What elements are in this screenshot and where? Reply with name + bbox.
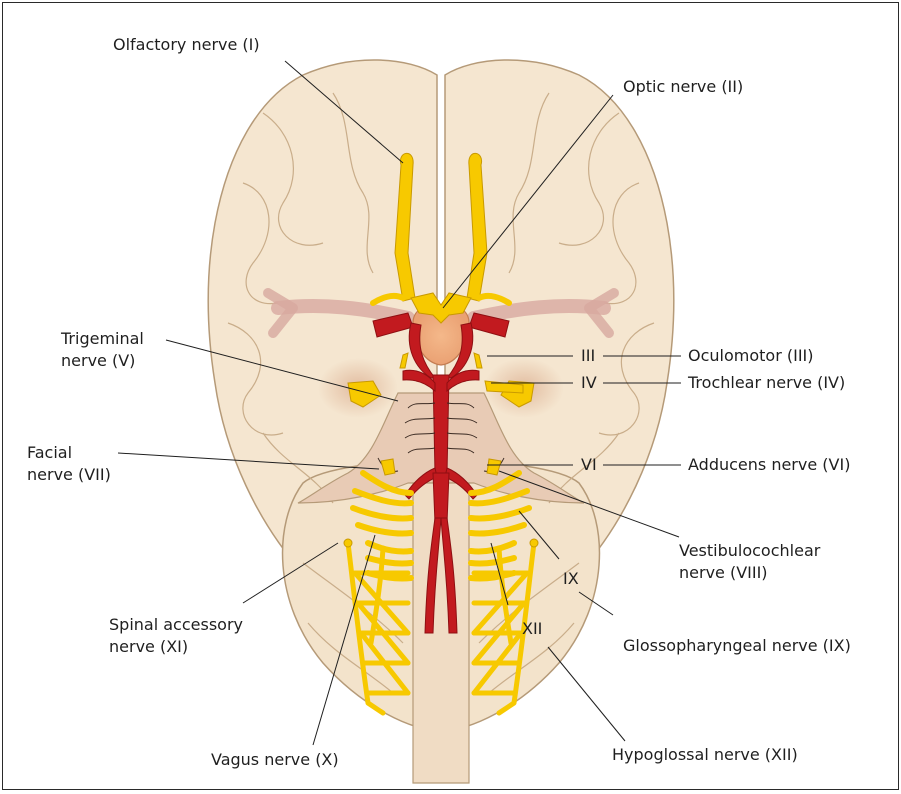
numeral-vi: VI xyxy=(581,455,597,475)
label-facial-line1: Facial xyxy=(27,443,72,463)
label-trigeminal-line1: Trigeminal xyxy=(61,329,144,349)
olfactory-nerves xyxy=(395,153,487,301)
brain-base-illustration xyxy=(3,3,898,789)
numeral-xii: XII xyxy=(522,619,542,639)
label-vagus-nerve: Vagus nerve (X) xyxy=(211,750,339,770)
label-spinal-accessory-line1: Spinal accessory xyxy=(109,615,243,635)
label-vestibulocochlear-line1: Vestibulocochlear xyxy=(679,541,820,561)
label-olfactory-nerve: Olfactory nerve (I) xyxy=(113,35,260,55)
numeral-ix: IX xyxy=(563,569,579,589)
label-optic-nerve: Optic nerve (II) xyxy=(623,77,743,97)
label-adducens-nerve: Adducens nerve (VI) xyxy=(688,455,850,475)
label-vestibulocochlear-line2: nerve (VIII) xyxy=(679,563,768,583)
label-oculomotor: Oculomotor (III) xyxy=(688,346,814,366)
label-trochlear-nerve: Trochlear nerve (IV) xyxy=(688,373,845,393)
label-spinal-accessory-line2: nerve (XI) xyxy=(109,637,188,657)
medulla xyxy=(413,483,469,783)
label-trigeminal-line2: nerve (V) xyxy=(61,351,135,371)
numeral-iii: III xyxy=(581,346,595,366)
numeral-iv: IV xyxy=(581,373,597,393)
label-facial-line2: nerve (VII) xyxy=(27,465,111,485)
label-hypoglossal-nerve: Hypoglossal nerve (XII) xyxy=(612,745,798,765)
label-glossopharyngeal-nerve: Glossopharyngeal nerve (IX) xyxy=(623,636,851,656)
